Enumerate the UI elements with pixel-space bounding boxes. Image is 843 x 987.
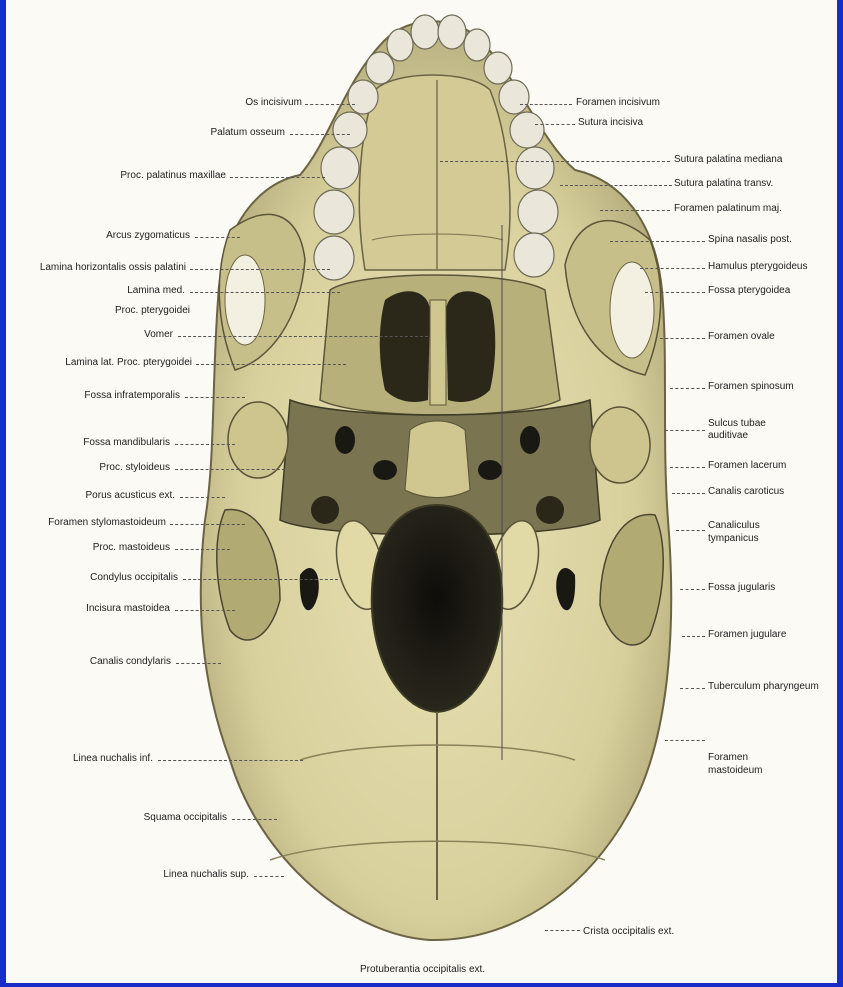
image-frame <box>0 0 843 987</box>
